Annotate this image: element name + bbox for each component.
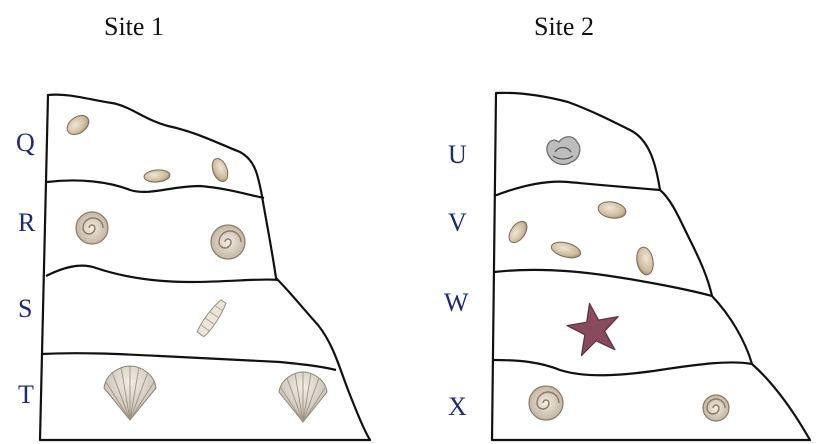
site2-boundary-v-w — [494, 270, 712, 296]
snail-shell — [76, 212, 108, 244]
clam-shell — [144, 169, 171, 183]
site1-boundary-r-s — [46, 266, 278, 282]
clam-shell — [64, 112, 93, 139]
site2-boundary-w-x — [494, 360, 752, 375]
starfish — [564, 299, 624, 357]
scallop-shell — [104, 366, 156, 420]
clam-shell — [597, 200, 627, 221]
scallop-shell — [279, 372, 327, 422]
clam-shell — [635, 246, 656, 276]
clam-shell — [505, 218, 530, 246]
snail-shell — [703, 395, 729, 421]
site1-boundary-s-t — [42, 353, 336, 370]
site1-boundary-q-r — [47, 180, 264, 198]
snail-shell — [529, 386, 563, 420]
site1-fossils — [64, 112, 327, 422]
clam-shell — [209, 156, 230, 183]
clam-shell — [550, 239, 583, 260]
tusk-shell — [196, 298, 229, 338]
trilobite-fossil — [547, 137, 580, 165]
site2-fossils — [505, 137, 729, 421]
snail-shell — [211, 225, 245, 259]
site2-boundary-u-v — [494, 182, 660, 196]
